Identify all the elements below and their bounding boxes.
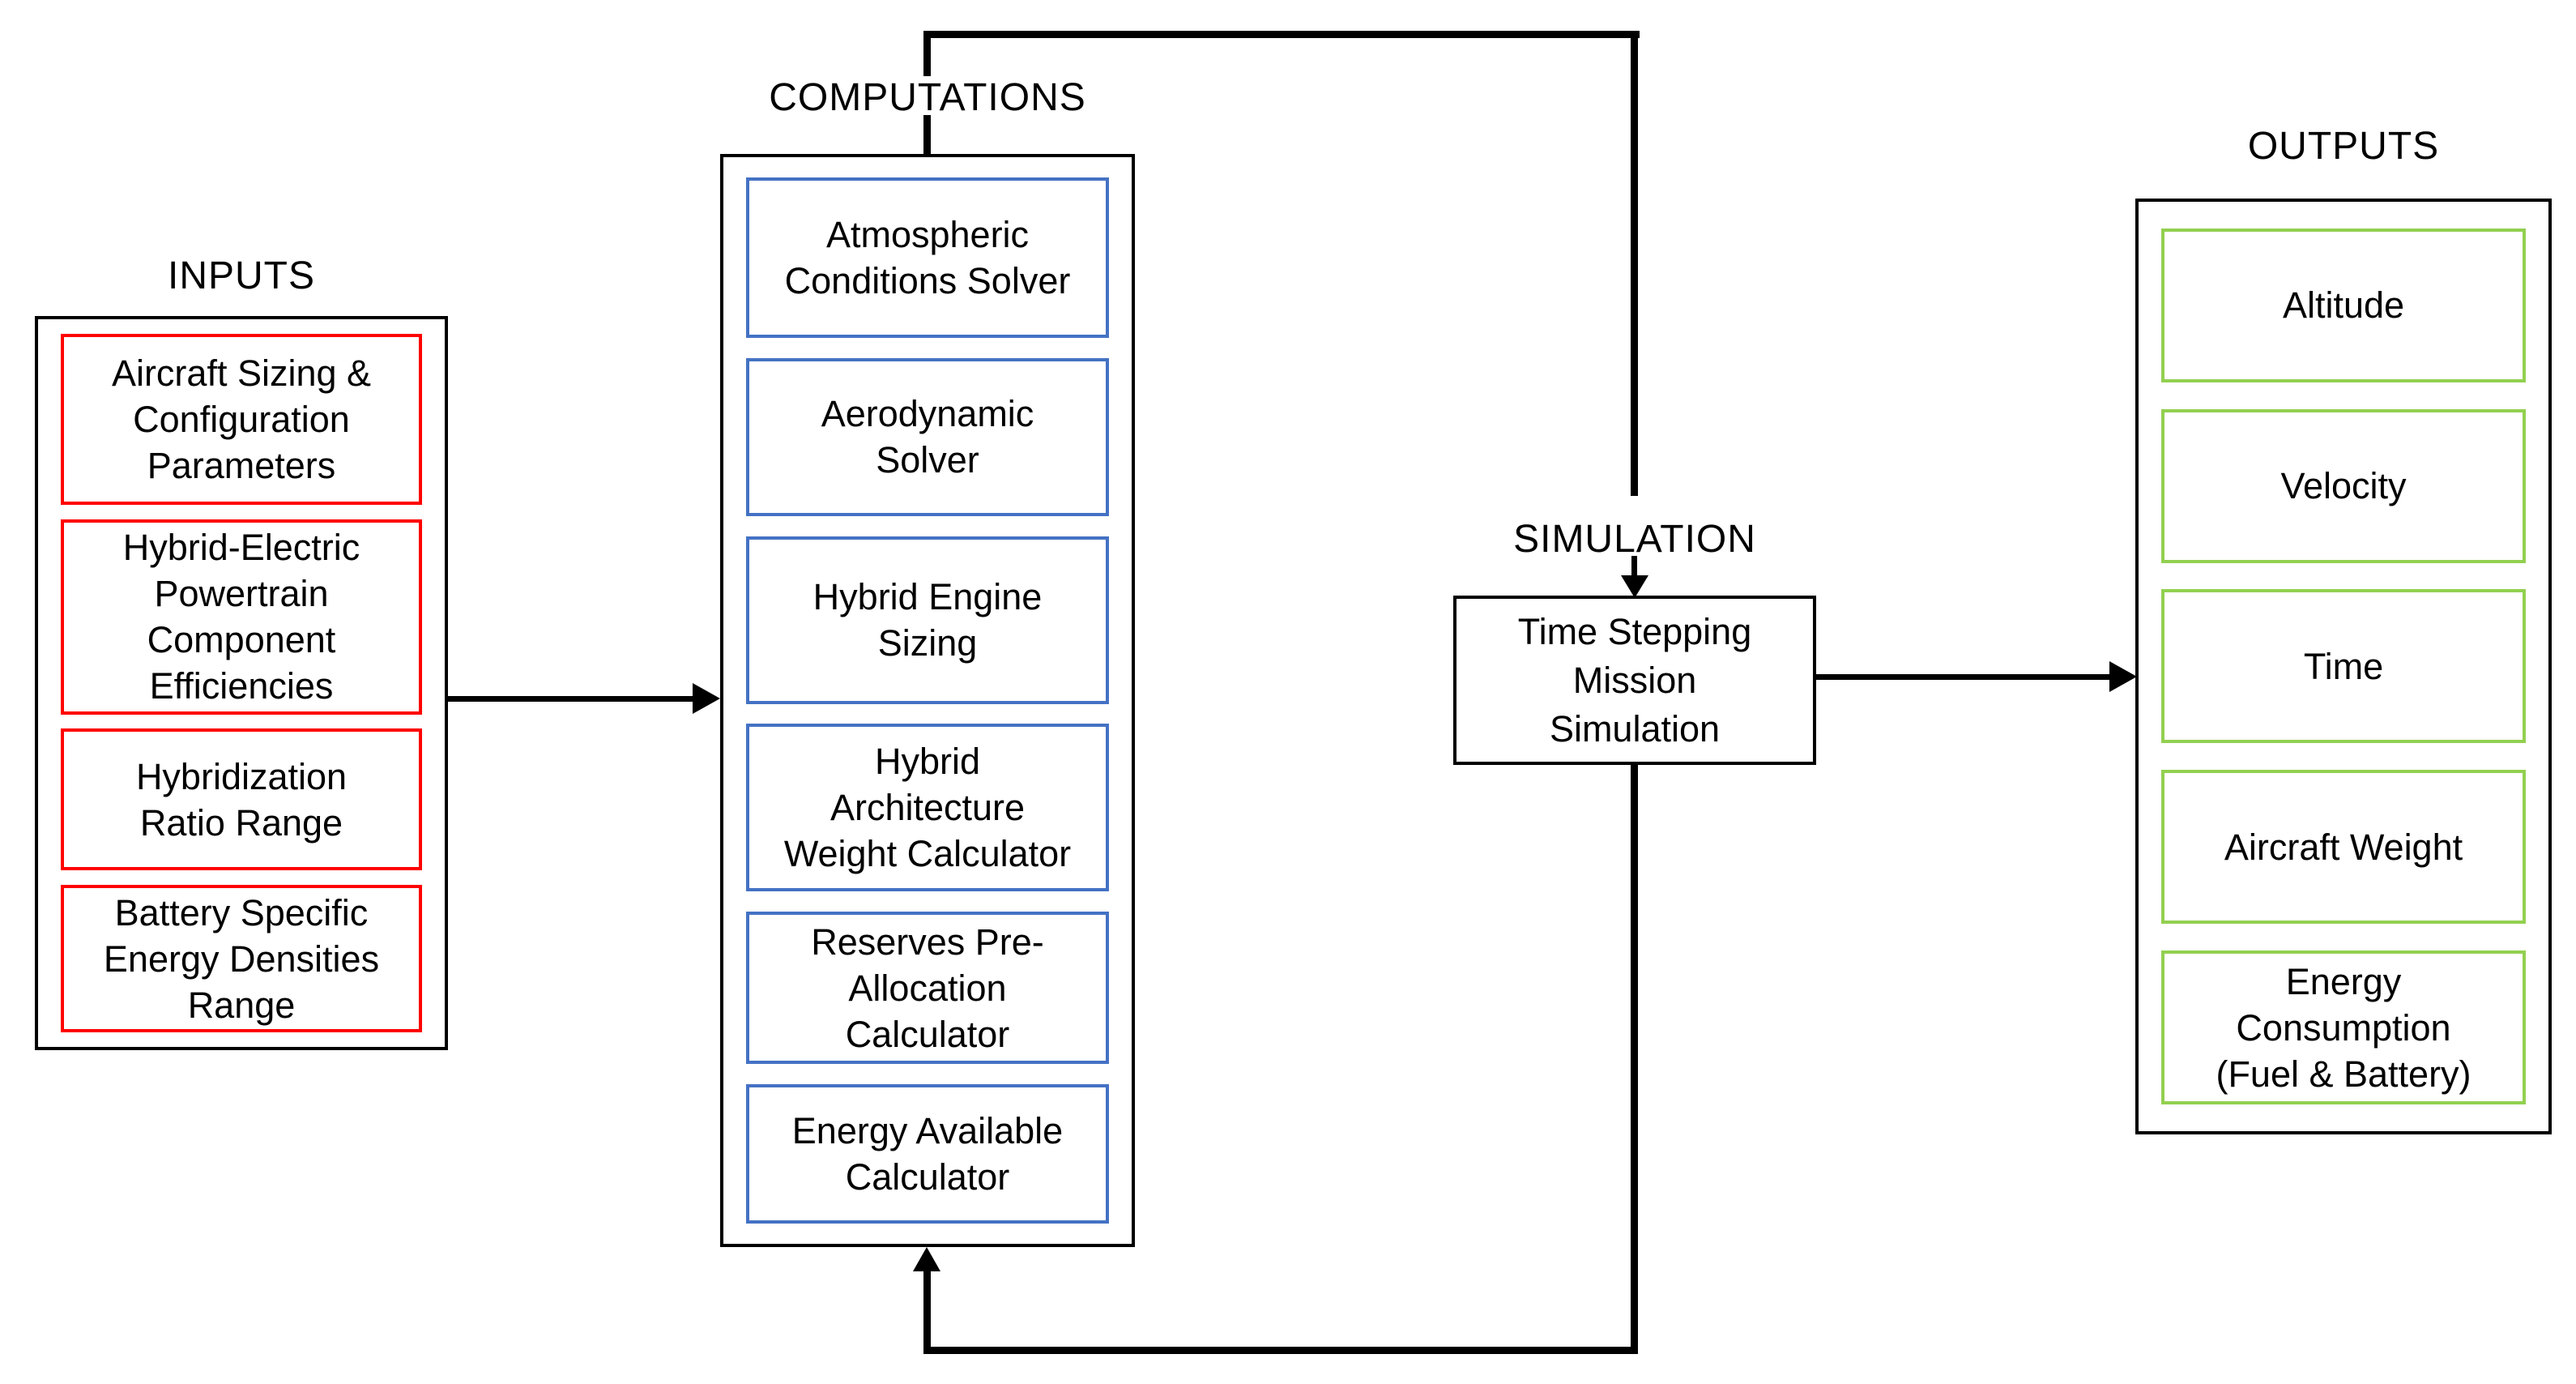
connector-simulation-entry-stub [1631, 556, 1637, 577]
input-box-hybridization-ratio: Hybridization Ratio Range [61, 728, 422, 871]
computation-box-reserves-preallocation: Reserves Pre- Allocation Calculator [746, 912, 1109, 1065]
arrowhead-into-simulation-top-icon [1621, 575, 1648, 598]
input-box-battery-energy-density: Battery Specific Energy Densities Range [61, 885, 422, 1033]
computations-section-title: COMPUTATIONS [769, 76, 1086, 119]
input-box-aircraft-sizing: Aircraft Sizing & Configuration Paramete… [61, 333, 422, 505]
computation-box-aerodynamic-solver: Aerodynamic Solver [746, 357, 1109, 516]
arrowhead-into-computations-bottom-icon [913, 1247, 940, 1271]
arrowhead-into-computations-left-icon [693, 683, 720, 714]
simulation-section-title: SIMULATION [1513, 518, 1756, 561]
connector-computations-top-stub-lower [923, 115, 931, 156]
computation-box-hybrid-engine-sizing: Hybrid Engine Sizing [746, 536, 1109, 704]
computation-box-architecture-weight: Hybrid Architecture Weight Calculator [746, 724, 1109, 892]
connector-bottom-horizontal-line [923, 1347, 1638, 1354]
output-box-velocity: Velocity [2161, 408, 2526, 563]
inputs-container: Aircraft Sizing & Configuration Paramete… [35, 316, 448, 1050]
output-box-aircraft-weight: Aircraft Weight [2161, 770, 2526, 925]
connector-simulation-to-outputs-line [1816, 674, 2109, 680]
output-box-energy-consumption: Energy Consumption (Fuel & Battery) [2161, 950, 2526, 1105]
arrowhead-into-outputs-left-icon [2109, 661, 2137, 692]
inputs-section-title: INPUTS [167, 254, 315, 297]
outputs-section-title: OUTPUTS [2247, 125, 2440, 168]
computations-container: Atmospheric Conditions Solver Aerodynami… [720, 154, 1135, 1247]
connector-computations-top-stub-upper [923, 31, 931, 76]
output-box-altitude: Altitude [2161, 228, 2526, 382]
connector-inputs-to-computations-line [448, 696, 693, 702]
outputs-container: Altitude Velocity Time Aircraft Weight E… [2135, 199, 2552, 1134]
connector-simulation-bottom-vertical-line [1631, 765, 1638, 1353]
connector-top-right-vertical-line [1631, 31, 1638, 496]
computation-box-atmospheric-solver: Atmospheric Conditions Solver [746, 177, 1109, 338]
connector-feedback-up-vertical-line [923, 1269, 931, 1350]
simulation-box-time-stepping: Time Stepping Mission Simulation [1453, 596, 1816, 765]
output-box-time: Time [2161, 589, 2526, 744]
connector-top-horizontal-line [923, 31, 1640, 38]
input-box-powertrain-efficiencies: Hybrid-Electric Powertrain Component Eff… [61, 519, 422, 715]
computation-box-energy-available: Energy Available Calculator [746, 1084, 1109, 1224]
